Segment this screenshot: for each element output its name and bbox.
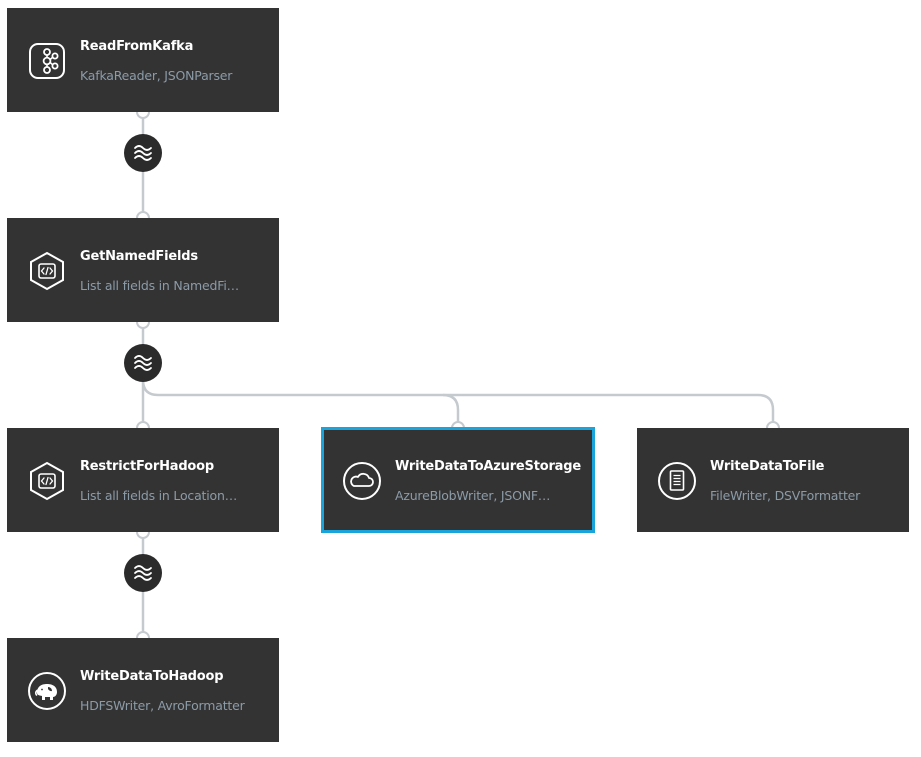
node-subtitle: List all fields in NamedFi… [80, 278, 239, 293]
node-subtitle: KafkaReader, JSONParser [80, 68, 233, 83]
node-write-data-to-hadoop[interactable]: WriteDataToHadoop HDFSWriter, AvroFormat… [7, 638, 279, 742]
input-port[interactable] [766, 421, 780, 429]
stream-wave-icon [134, 565, 152, 581]
document-icon [657, 461, 697, 501]
hadoop-elephant-icon [27, 671, 67, 711]
stream-badge[interactable] [124, 554, 162, 592]
output-port[interactable] [136, 321, 150, 329]
node-get-named-fields[interactable]: GetNamedFields List all fields in NamedF… [7, 218, 279, 322]
code-hexagon-icon [27, 251, 67, 291]
node-title: ReadFromKafka [80, 39, 194, 54]
input-port[interactable] [451, 421, 465, 429]
stream-wave-icon [134, 145, 152, 161]
node-read-from-kafka[interactable]: ReadFromKafka KafkaReader, JSONParser [7, 8, 279, 112]
node-subtitle: AzureBlobWriter, JSONF… [395, 488, 551, 503]
node-title: GetNamedFields [80, 249, 198, 264]
edge-getnamed-to-file [443, 393, 775, 428]
output-port[interactable] [136, 531, 150, 539]
code-hexagon-icon [27, 461, 67, 501]
stream-badge[interactable] [124, 134, 162, 172]
kafka-icon [27, 41, 67, 81]
cloud-icon [342, 461, 382, 501]
output-port[interactable] [136, 111, 150, 119]
edge-getnamed-to-azure [141, 379, 460, 428]
node-title: WriteDataToHadoop [80, 669, 224, 684]
input-port[interactable] [136, 631, 150, 639]
stream-wave-icon [134, 355, 152, 371]
node-subtitle: HDFSWriter, AvroFormatter [80, 698, 245, 713]
node-write-data-to-azure-storage[interactable]: WriteDataToAzureStorage AzureBlobWriter,… [321, 427, 595, 533]
stream-badge[interactable] [124, 344, 162, 382]
node-subtitle: FileWriter, DSVFormatter [710, 488, 861, 503]
node-title: WriteDataToFile [710, 459, 825, 474]
node-title: RestrictForHadoop [80, 459, 214, 474]
input-port[interactable] [136, 421, 150, 429]
node-restrict-for-hadoop[interactable]: RestrictForHadoop List all fields in Loc… [7, 428, 279, 532]
node-subtitle: List all fields in Location… [80, 488, 237, 503]
node-write-data-to-file[interactable]: WriteDataToFile FileWriter, DSVFormatter [637, 428, 909, 532]
input-port[interactable] [136, 211, 150, 219]
node-title: WriteDataToAzureStorage [395, 459, 581, 474]
